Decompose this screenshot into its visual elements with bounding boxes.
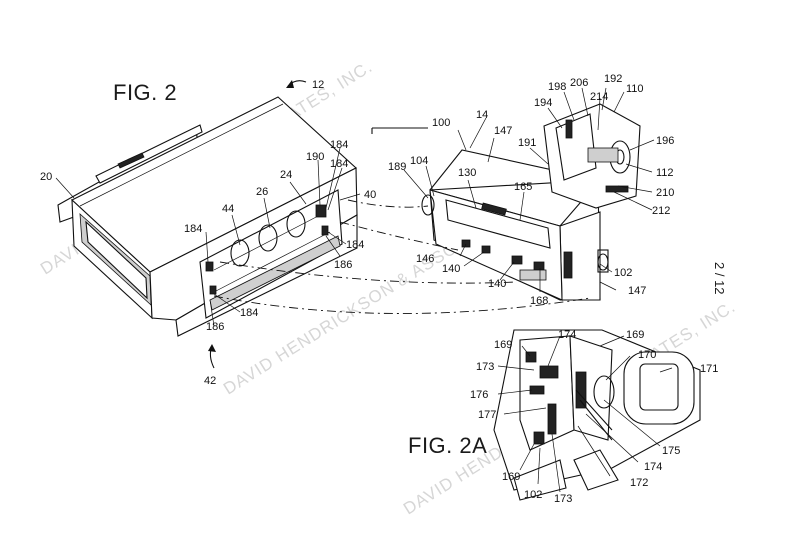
label-196: 196	[656, 135, 674, 147]
reference-numerals: 12 20 44 26 24 190 184 184 40 184 186 18…	[40, 73, 718, 505]
label-20: 20	[40, 171, 52, 183]
label-206: 206	[570, 77, 588, 89]
cartridge-assembly-14	[421, 103, 641, 301]
label-140-b: 140	[488, 278, 506, 290]
label-40: 40	[364, 189, 376, 201]
label-184-d: 184	[184, 223, 202, 235]
label-173-a: 173	[476, 361, 494, 373]
label-26: 26	[256, 186, 268, 198]
label-174-a: 174	[558, 329, 576, 341]
label-140-a: 140	[442, 263, 460, 275]
label-172: 172	[630, 477, 648, 489]
label-189: 189	[388, 161, 406, 173]
label-171: 171	[700, 363, 718, 375]
label-184-e: 184	[240, 307, 258, 319]
label-175: 175	[662, 445, 680, 457]
label-184-b: 184	[330, 158, 348, 170]
fig-2-title: FIG. 2	[113, 80, 178, 105]
label-147-b: 147	[628, 285, 646, 297]
label-165: 165	[514, 181, 532, 193]
label-147-a: 147	[494, 125, 512, 137]
label-24: 24	[280, 169, 292, 181]
label-169-b: 169	[626, 329, 644, 341]
label-190: 190	[306, 151, 324, 163]
label-130: 130	[458, 167, 476, 179]
label-104: 104	[410, 155, 428, 167]
label-110: 110	[626, 83, 644, 95]
label-177: 177	[478, 409, 496, 421]
label-192: 192	[604, 73, 622, 85]
label-212: 212	[652, 205, 670, 217]
label-102-a: 102	[614, 267, 632, 279]
label-168: 168	[530, 295, 548, 307]
fig-2a-detail	[493, 329, 701, 501]
label-210: 210	[656, 187, 674, 199]
label-12: 12	[312, 79, 324, 91]
label-198: 198	[548, 81, 566, 93]
label-169-a: 169	[494, 339, 512, 351]
label-214: 214	[590, 91, 608, 103]
housing-assembly-12	[57, 96, 358, 337]
label-102-b: 102	[524, 489, 542, 501]
fig-2a-title: FIG. 2A	[408, 433, 488, 458]
label-169-c: 169	[502, 471, 520, 483]
label-173-b: 173	[554, 493, 572, 505]
label-184-a: 184	[330, 139, 348, 151]
label-146: 146	[416, 253, 434, 265]
label-14: 14	[476, 109, 488, 121]
label-170: 170	[638, 349, 656, 361]
label-174-b: 174	[644, 461, 662, 473]
label-100: 100	[432, 117, 450, 129]
label-184-c: 184	[346, 239, 364, 251]
insertion-paths	[213, 127, 591, 314]
label-44: 44	[222, 203, 234, 215]
label-191: 191	[518, 137, 536, 149]
leader-lines	[55, 87, 673, 493]
cartridge-gears	[461, 239, 573, 281]
label-194: 194	[534, 97, 552, 109]
label-42: 42	[204, 375, 216, 387]
label-176: 176	[470, 389, 488, 401]
label-186-b: 186	[206, 321, 224, 333]
label-112: 112	[656, 167, 674, 179]
label-186-a: 186	[334, 259, 352, 271]
